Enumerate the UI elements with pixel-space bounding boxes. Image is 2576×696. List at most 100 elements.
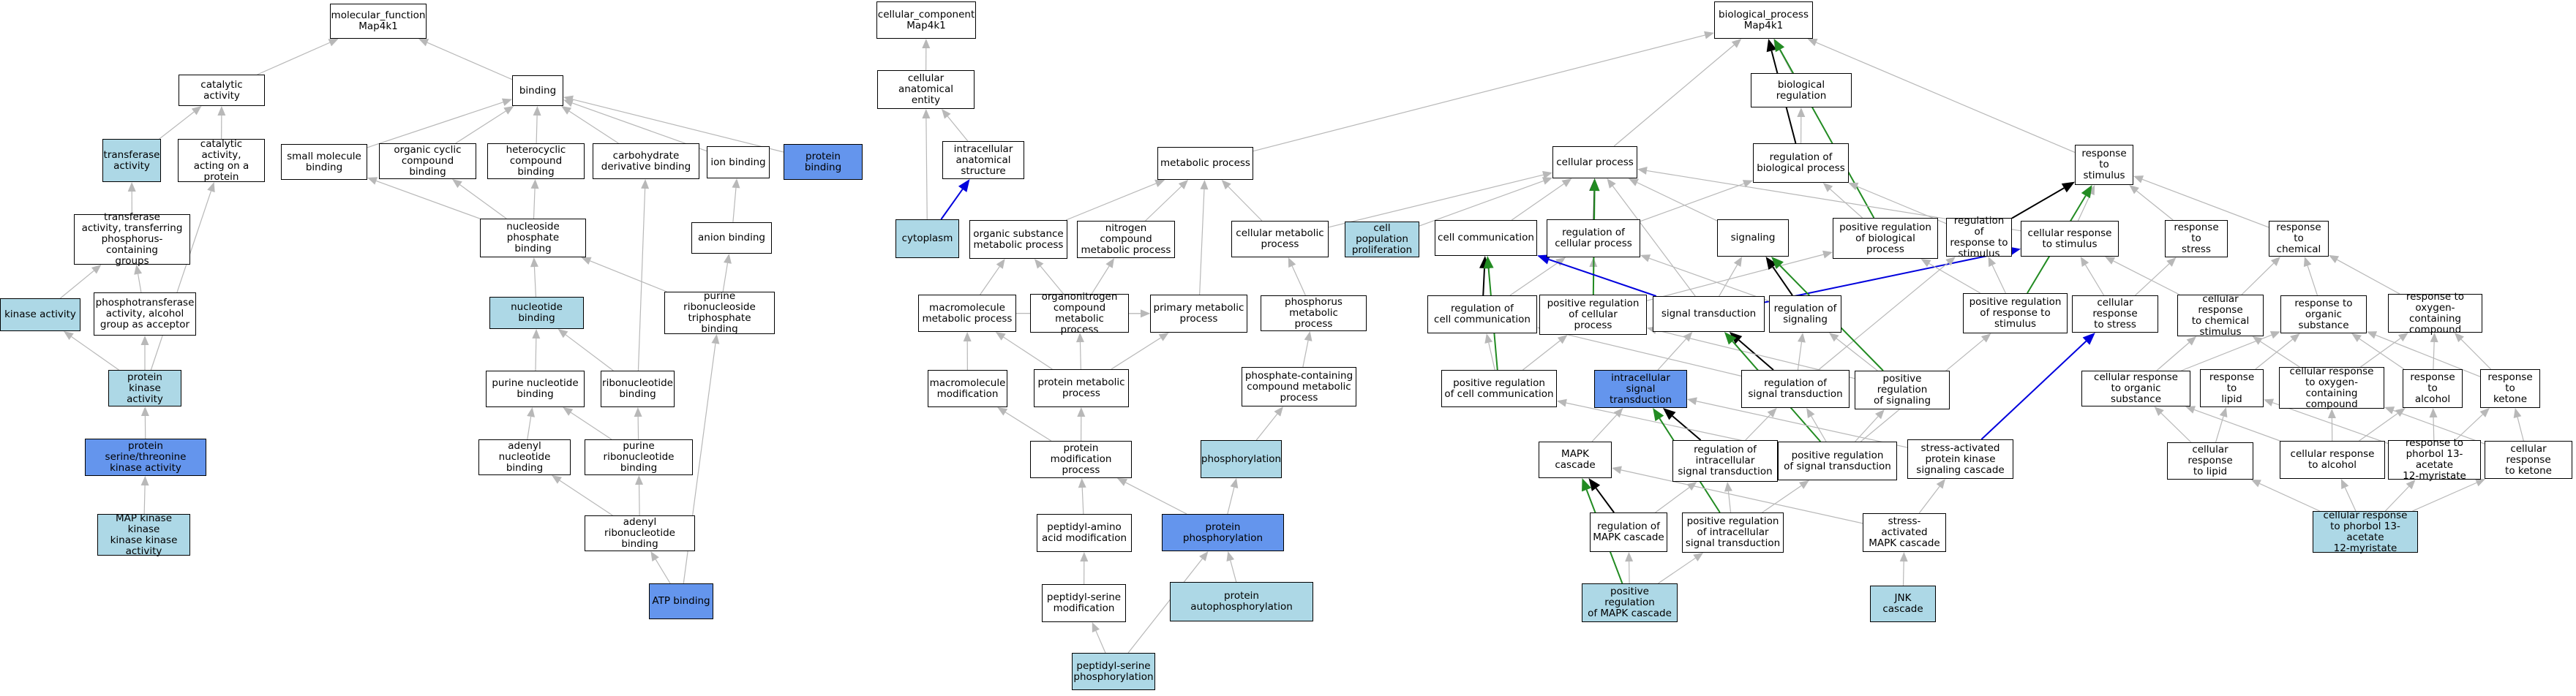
go-term-crtket[interactable]: cellular response to ketone [2485,441,2572,479]
go-term-psp[interactable]: peptidyl-serine phosphorylation [1072,653,1155,690]
go-term-pmp[interactable]: primary metabolic process [1150,295,1247,333]
go-term-breg[interactable]: biological regulation [1751,73,1852,107]
go-term-crtalc[interactable]: cellular response to alcohol [2280,441,2385,479]
go-term-anionb[interactable]: anion binding [691,222,772,254]
go-term-jnk[interactable]: JNK cascade [1870,586,1936,622]
go-term-sapk[interactable]: stress-activated protein kinase signalin… [1907,439,2013,479]
go-term-rnb[interactable]: ribonucleotide binding [601,371,675,407]
go-term-rtchem[interactable]: response to chemical [2269,221,2329,257]
go-term-arnb[interactable]: adenyl ribonucleotide binding [585,515,695,551]
go-term-protphos[interactable]: protein phosphorylation [1162,514,1284,551]
go-term-binding[interactable]: binding [512,75,563,106]
go-term-posregcc[interactable]: positive regulation of cell communicatio… [1441,370,1557,407]
go-term-rtos[interactable]: response to organic substance [2280,295,2367,333]
go-term-signaling[interactable]: signaling [1717,219,1789,257]
go-term-crtpma[interactable]: cellular response to phorbol 13-acetate … [2313,510,2418,553]
go-term-occb[interactable]: organic cyclic compound binding [379,143,476,179]
go-term-posregcp[interactable]: positive regulation of cellular process [1539,295,1647,335]
go-term-nucb[interactable]: nucleotide binding [489,297,584,329]
go-term-regst[interactable]: regulation of signal transduction [1741,370,1850,408]
go-term-regrts[interactable]: regulation of response to stimulus [1946,215,2012,259]
go-term-phmp[interactable]: phosphorus metabolic process [1261,295,1367,331]
go-term-atpb[interactable]: ATP binding [649,583,713,619]
go-term-regcp[interactable]: regulation of cellular process [1547,219,1640,257]
go-term-regbp[interactable]: regulation of biological process [1753,143,1849,183]
go-term-ptaaa[interactable]: phosphotransferase activity, alcohol gro… [94,292,196,336]
go-term-mmp[interactable]: macromolecule metabolic process [918,295,1016,332]
go-term-ccomm[interactable]: cell communication [1435,220,1537,256]
edge-arrowhead [2454,333,2464,343]
go-term-nucphosb[interactable]: nucleoside phosphate binding [480,219,586,257]
go-term-rtstress[interactable]: response to stress [2165,220,2228,257]
go-term-rtlipid[interactable]: response to lipid [2200,369,2264,407]
go-term-crtocc[interactable]: cellular response to oxygen-containing c… [2279,366,2384,409]
go-term-sigtr[interactable]: signal transduction [1653,296,1765,332]
go-term-prb[interactable]: purine ribonucleotide binding [585,439,693,475]
go-term-metp[interactable]: metabolic process [1157,147,1253,180]
go-term-smb[interactable]: small molecule binding [281,144,367,180]
edge-is-a [2433,417,2435,441]
go-term-cc[interactable]: cellular_component Map4k1 [876,1,976,39]
go-term-rtpma[interactable]: response to phorbol 13-acetate 12-myrist… [2388,438,2481,482]
go-term-crtchem[interactable]: cellular response to chemical stimulus [2177,293,2264,337]
go-term-mmod[interactable]: macromolecule modification [928,370,1007,407]
go-term-crtos[interactable]: cellular response to organic substance [2081,371,2190,406]
go-term-mapk[interactable]: MAPK cascade [1539,442,1612,478]
go-term-pccmp[interactable]: phosphate-containing compound metabolic … [1242,367,1356,406]
go-term-hccb[interactable]: heterocyclic compound binding [487,143,585,179]
go-term-rtocc[interactable]: response to oxygen-containing compound [2388,291,2482,335]
go-term-rtket[interactable]: response to ketone [2480,369,2540,408]
go-term-samapk[interactable]: stress-activated MAPK cascade [1863,513,1946,552]
go-term-cmp[interactable]: cellular metabolic process [1231,221,1329,257]
go-term-posregst[interactable]: positive regulation of signal transducti… [1778,442,1897,480]
go-term-transferase[interactable]: transferase activity [102,139,161,182]
go-term-osmp[interactable]: organic substance metabolic process [969,220,1067,259]
go-term-pnb[interactable]: purine nucleotide binding [486,371,585,407]
go-term-regist[interactable]: regulation of intracellular signal trans… [1672,440,1778,482]
go-term-cyto[interactable]: cytoplasm [895,219,959,258]
go-term-pstk[interactable]: protein serine/threonine kinase activity [85,439,206,476]
go-term-posregsig[interactable]: positive regulation of signaling [1855,371,1950,409]
go-term-cae[interactable]: cellular anatomical entity [877,70,975,109]
go-term-ias[interactable]: intracellular anatomical structure [942,141,1024,179]
go-term-mkkk[interactable]: MAP kinase kinase kinase kinase activity [97,512,190,556]
go-term-posregmapk[interactable]: positive regulation of MAPK cascade [1582,583,1678,622]
go-term-pautophos[interactable]: protein autophosphorylation [1170,582,1313,621]
go-term-cpp[interactable]: cell population proliferation [1345,222,1419,257]
go-term-protb[interactable]: protein binding [784,144,863,180]
edge-arrowhead [1731,39,1742,48]
go-term-posregist[interactable]: positive regulation of intracellular sig… [1682,512,1784,553]
go-term-bp[interactable]: biological_process Map4k1 [1714,1,1813,39]
go-term-ionb[interactable]: ion binding [707,146,770,178]
go-term-regcc[interactable]: regulation of cell communication [1427,295,1537,333]
go-term-crtstress[interactable]: cellular response to stress [2072,295,2158,333]
go-term-posregbp[interactable]: positive regulation of biological proces… [1833,218,1938,259]
go-term-rts[interactable]: response to stimulus [2075,145,2133,185]
go-term-crtlipid[interactable]: cellular response to lipid [2167,442,2253,480]
go-term-psm[interactable]: peptidyl-serine modification [1042,584,1126,622]
go-term-posregrts[interactable]: positive regulation of response to stimu… [1963,293,2068,333]
go-term-ncmp[interactable]: nitrogen compound metabolic process [1077,221,1175,258]
go-term-phos[interactable]: phosphorylation [1201,440,1282,478]
edge-arrowhead [207,182,215,193]
go-term-oncmp[interactable]: organonitrogen compound metabolic proces… [1030,291,1129,335]
go-term-tpcg[interactable]: transferase activity, transferring phosp… [74,212,190,267]
go-term-paam[interactable]: peptidyl-amino acid modification [1037,514,1132,552]
go-term-protmod[interactable]: protein modification process [1030,441,1132,478]
go-term-rtalc[interactable]: response to alcohol [2403,369,2463,408]
go-term-regsig[interactable]: regulation of signaling [1769,295,1841,333]
go-term-kinase[interactable]: kinase activity [0,298,80,331]
go-term-catact[interactable]: catalytic activity [179,75,265,106]
go-term-cellp[interactable]: cellular process [1552,146,1637,178]
go-term-ist[interactable]: intracellular signal transduction [1594,370,1687,408]
go-term-crts[interactable]: cellular response to stimulus [2021,221,2119,257]
go-term-catprot[interactable]: catalytic activity, acting on a protein [178,138,265,182]
go-term-anb[interactable]: adenyl nucleotide binding [478,439,571,475]
go-term-regmapk[interactable]: regulation of MAPK cascade [1590,512,1667,552]
edge-arrowhead [1798,480,1809,489]
go-term-cdb[interactable]: carbohydrate derivative binding [593,143,699,179]
go-term-prntb[interactable]: purine ribonucleoside triphosphate bindi… [664,291,775,335]
go-term-mf[interactable]: molecular_function Map4k1 [330,4,427,39]
go-term-pka[interactable]: protein kinase activity [108,370,181,406]
go-term-protmp[interactable]: protein metabolic process [1034,369,1129,407]
